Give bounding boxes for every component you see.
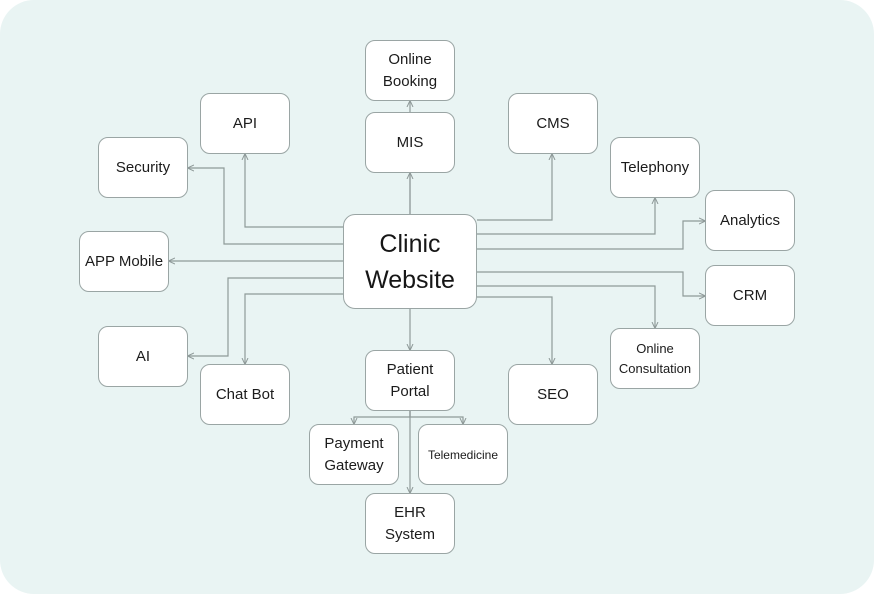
edge-website-to-security (188, 168, 343, 245)
node-mis[interactable]: MIS (365, 112, 455, 173)
edge-portal-to-payment (354, 411, 411, 424)
node-telephony[interactable]: Telephony (610, 137, 700, 198)
node-analytics[interactable]: Analytics (705, 190, 795, 251)
node-patient-portal[interactable]: Patient Portal (365, 350, 455, 411)
edge-website-to-telephony (477, 198, 655, 235)
edge-website-to-api (245, 154, 343, 228)
node-ehr-system[interactable]: EHR System (365, 493, 455, 554)
node-cms[interactable]: CMS (508, 93, 598, 154)
node-app-mobile[interactable]: APP Mobile (79, 231, 169, 292)
edge-website-to-ai (188, 277, 343, 356)
edge-website-to-seo (477, 296, 552, 364)
node-security[interactable]: Security (98, 137, 188, 198)
node-online-consultation[interactable]: Online Consultation (610, 328, 700, 389)
node-payment-gateway[interactable]: Payment Gateway (309, 424, 399, 485)
node-seo[interactable]: SEO (508, 364, 598, 425)
edge-website-to-analytics (477, 221, 705, 250)
node-online-booking[interactable]: Online Booking (365, 40, 455, 101)
edge-website-to-consult (477, 285, 655, 328)
node-clinic-website[interactable]: Clinic Website (343, 214, 477, 309)
edge-portal-to-telemed (409, 411, 463, 424)
node-telemedicine[interactable]: Telemedicine (418, 424, 508, 485)
node-ai[interactable]: AI (98, 326, 188, 387)
edge-website-to-cms (477, 154, 552, 221)
node-chat-bot[interactable]: Chat Bot (200, 364, 290, 425)
edge-website-to-crm (477, 271, 705, 296)
edge-website-to-chatbot (245, 293, 343, 364)
node-api[interactable]: API (200, 93, 290, 154)
node-crm[interactable]: CRM (705, 265, 795, 326)
